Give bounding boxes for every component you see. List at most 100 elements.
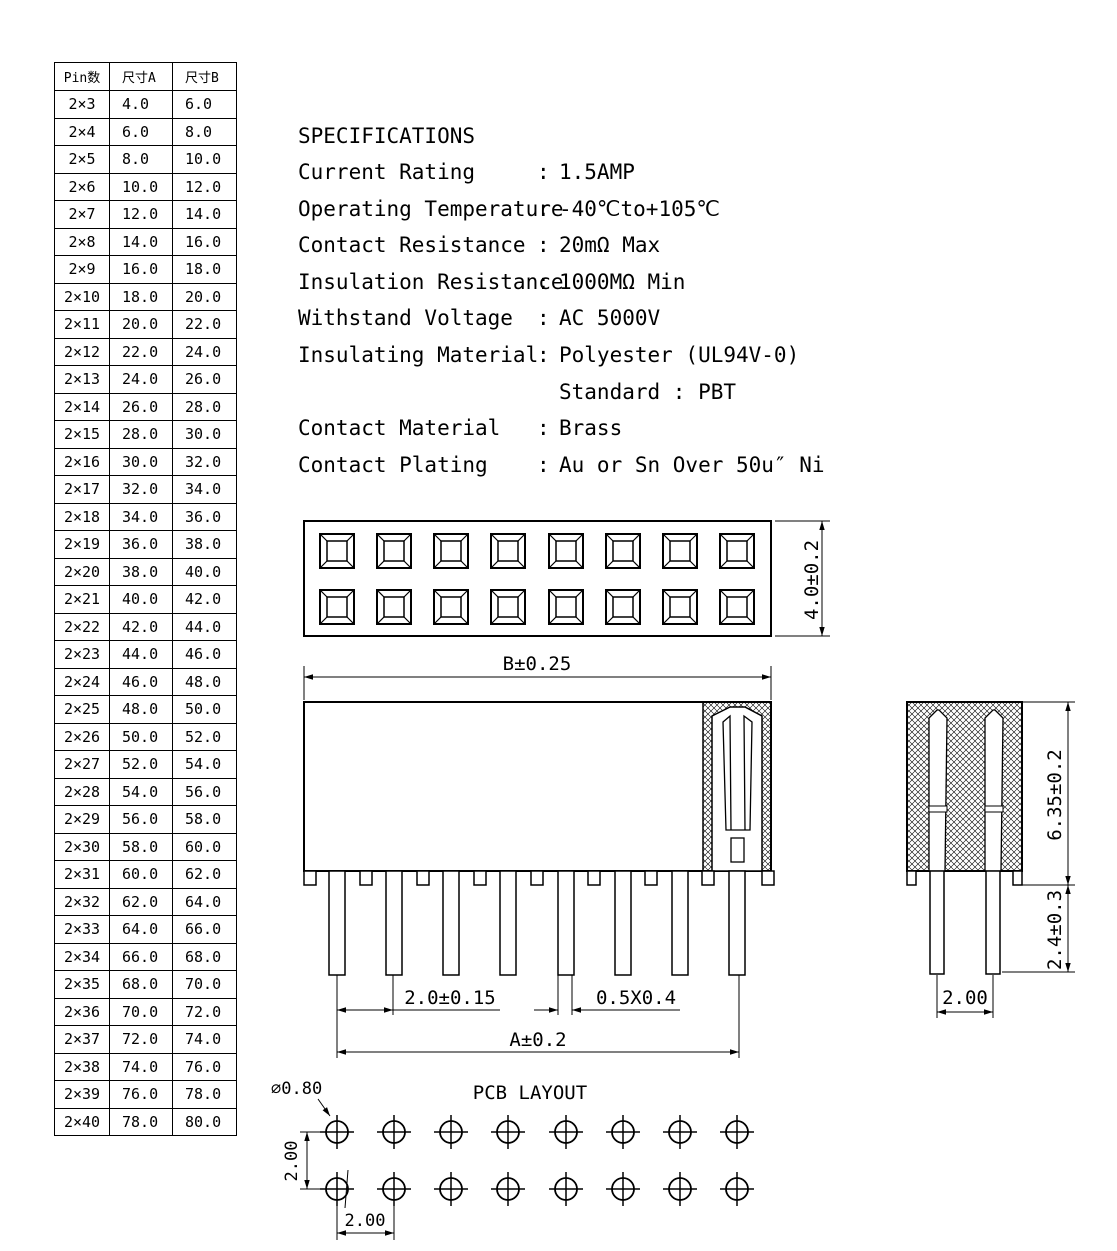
size-b-cell: 34.0 xyxy=(172,475,237,504)
square-hole xyxy=(605,533,641,569)
pin-count-cell: 2×16 xyxy=(54,447,110,476)
pin-count-cell: 2×40 xyxy=(54,1107,110,1136)
pcb-hole xyxy=(720,1115,754,1149)
pin-count-cell: 2×8 xyxy=(54,227,110,256)
pin-count-cell: 2×35 xyxy=(54,970,110,999)
pin-count-cell: 2×25 xyxy=(54,695,110,724)
spec-label: Current Rating xyxy=(298,160,476,184)
square-hole xyxy=(319,533,355,569)
front-view: B±0.25 2.0±0.15 0.5X0.4 A±0.2 xyxy=(303,653,775,1058)
size-a-cell: 44.0 xyxy=(109,640,173,669)
pin-count-cell: 2×3 xyxy=(54,90,110,119)
size-b-cell: 14.0 xyxy=(172,200,237,229)
size-b-cell: 80.0 xyxy=(172,1107,237,1136)
size-a-cell: 74.0 xyxy=(109,1052,173,1081)
spec-value: AC 5000V xyxy=(559,306,661,331)
pin-count-cell: 2×34 xyxy=(54,942,110,971)
square-hole xyxy=(433,533,469,569)
size-a-cell: 40.0 xyxy=(109,585,173,614)
spec-row: Contact Material:Brass xyxy=(298,410,622,447)
top-view-outline xyxy=(303,520,772,637)
spec-label: Insulation Resistance xyxy=(298,269,564,294)
specifications-block: SPECIFICATIONS Current Rating: 1.5AMP Oper… xyxy=(298,118,825,483)
square-hole xyxy=(548,589,584,625)
size-a-cell: 26.0 xyxy=(109,392,173,421)
pcb-layout: PCB LAYOUT ⌀0.80 2.00 2.00 xyxy=(271,1079,754,1240)
square-hole xyxy=(719,589,755,625)
spec-separator: : xyxy=(537,306,550,331)
pcb-hole xyxy=(720,1172,754,1206)
spec-label: Contact Plating xyxy=(298,452,488,477)
size-a-cell: 66.0 xyxy=(109,942,173,971)
size-b-cell: 10.0 xyxy=(172,145,237,174)
size-b-cell: 36.0 xyxy=(172,502,237,531)
spec-value: Au or Sn Over 50u″ Ni xyxy=(559,452,825,477)
side-pitch-dimension: 2.00 xyxy=(942,987,988,1009)
pin-count-cell: 2×10 xyxy=(54,282,110,311)
pin-count-cell: 2×39 xyxy=(54,1080,110,1109)
square-hole xyxy=(605,589,641,625)
size-a-cell: 18.0 xyxy=(109,282,173,311)
pin xyxy=(442,870,460,976)
size-b-cell: 64.0 xyxy=(172,887,237,916)
size-a-cell: 72.0 xyxy=(109,1025,173,1054)
square-hole xyxy=(376,589,412,625)
pcb-hole xyxy=(491,1115,525,1149)
size-b-cell: 20.0 xyxy=(172,282,237,311)
housing-front xyxy=(303,701,772,872)
size-b-cell: 8.0 xyxy=(172,117,237,146)
pin-count-cell: 2×36 xyxy=(54,997,110,1026)
pin-count-cell: 2×17 xyxy=(54,475,110,504)
spec-separator: : xyxy=(537,233,550,258)
size-a-cell: 6.0 xyxy=(109,117,173,146)
pin-count-cell: 2×23 xyxy=(54,640,110,669)
spec-value: 1.5AMP xyxy=(559,160,635,184)
standoff xyxy=(587,870,601,886)
pin-count-cell: 2×5 xyxy=(54,145,110,174)
pin-count-cell: 2×27 xyxy=(54,750,110,779)
pin-count-cell: 2×22 xyxy=(54,612,110,641)
spec-separator: : xyxy=(537,416,550,441)
pcb-hole xyxy=(434,1172,468,1206)
square-hole xyxy=(662,533,698,569)
size-b-cell: 40.0 xyxy=(172,557,237,586)
front-pins xyxy=(303,870,775,976)
size-b-cell: 76.0 xyxy=(172,1052,237,1081)
spec-label: Operating Temperature xyxy=(298,196,564,221)
square-hole xyxy=(490,533,526,569)
size-b-cell: 18.0 xyxy=(172,255,237,284)
spec-row: Insulating Material:Polyester (UL94V-0) xyxy=(298,337,799,374)
specifications-title: SPECIFICATIONS xyxy=(298,124,476,148)
size-a-cell: 64.0 xyxy=(109,915,173,944)
size-b-cell: 16.0 xyxy=(172,227,237,256)
pcb-hole xyxy=(377,1115,411,1149)
size-a-cell: 76.0 xyxy=(109,1080,173,1109)
standoff xyxy=(473,870,487,886)
size-a-cell: 12.0 xyxy=(109,200,173,229)
pcb-hole xyxy=(491,1172,525,1206)
square-hole xyxy=(433,589,469,625)
width-a-dimension: A±0.2 xyxy=(509,1029,566,1051)
square-hole xyxy=(548,533,584,569)
size-a-cell: 54.0 xyxy=(109,777,173,806)
pin xyxy=(385,870,403,976)
standoff xyxy=(359,870,373,886)
pcb-hole xyxy=(606,1115,640,1149)
spec-separator: : xyxy=(537,269,550,294)
pin-count-cell: 2×4 xyxy=(54,117,110,146)
spec-value: Brass xyxy=(559,416,623,441)
